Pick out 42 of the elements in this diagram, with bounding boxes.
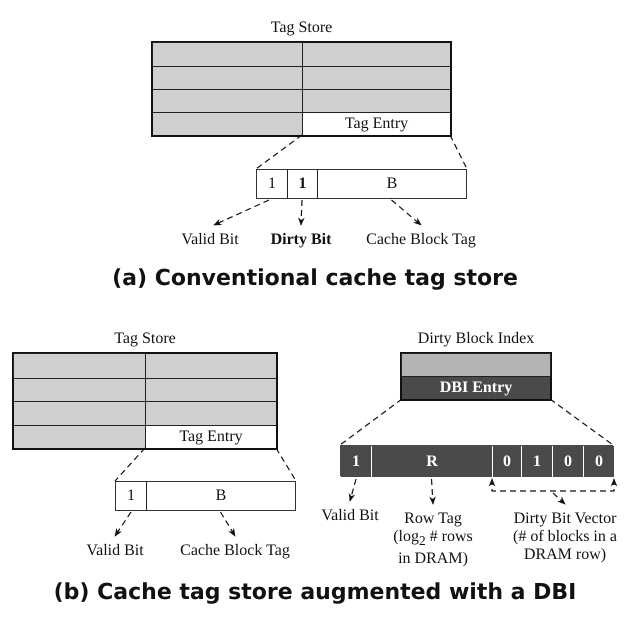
dashed-arrow — [429, 478, 436, 505]
dashed-arrow — [552, 492, 566, 505]
guide-line — [275, 448, 297, 482]
guide-line — [449, 134, 468, 170]
dirty-bit-field: 0 — [583, 446, 614, 477]
guide-line — [550, 398, 614, 446]
table-title: Dirty Block Index — [416, 329, 536, 349]
guide-line — [256, 134, 302, 170]
dashed-arrow — [391, 200, 422, 226]
guide-line — [114, 448, 146, 482]
guide-line — [340, 398, 402, 446]
dbi-entry: DBI Entry — [402, 376, 550, 399]
dashed-arrow — [213, 199, 270, 226]
field-label: Valid Bit — [75, 537, 155, 563]
entry-fields — [256, 169, 467, 199]
field-description: (log$_{2}$ # rows in DRAM) — [392, 528, 474, 568]
field-label: Cache Block Tag — [175, 537, 295, 563]
field-label: Row Tag — [403, 510, 463, 528]
empty-entry — [402, 354, 550, 376]
dirty-bit-field: 1 — [521, 446, 552, 477]
entry-fields — [115, 481, 296, 511]
field-label: Dirty Bit Vector — [512, 510, 618, 528]
tag-entry: Tag Entry — [145, 424, 276, 448]
row-tag-field: R — [371, 446, 492, 477]
bracket-arrow — [488, 478, 618, 492]
field-label: Dirty Bit — [261, 226, 341, 252]
field-label: Valid Bit — [170, 226, 250, 252]
dashed-arrow — [348, 478, 357, 502]
table-title: Tag Store — [270, 18, 334, 38]
dashed-arrow — [298, 200, 305, 226]
subfigure-caption: (a) Conventional cache tag store — [111, 266, 519, 291]
subfigure-caption: (b) Cache tag store augmented with a DBI — [52, 580, 578, 605]
dashed-arrow — [220, 512, 236, 537]
table-title: Tag Store — [113, 329, 177, 349]
dbi-entry-fields — [340, 445, 613, 476]
field-label: Cache Block Tag — [361, 226, 481, 252]
dirty-bit-field: 0 — [552, 446, 583, 477]
dirty-bit-field: 0 — [492, 446, 521, 477]
dashed-arrow — [114, 512, 132, 537]
field-description: (# of blocks in a DRAM row) — [512, 528, 618, 564]
field-label: Valid Bit — [310, 502, 390, 528]
tag-entry: Tag Entry — [302, 112, 450, 135]
